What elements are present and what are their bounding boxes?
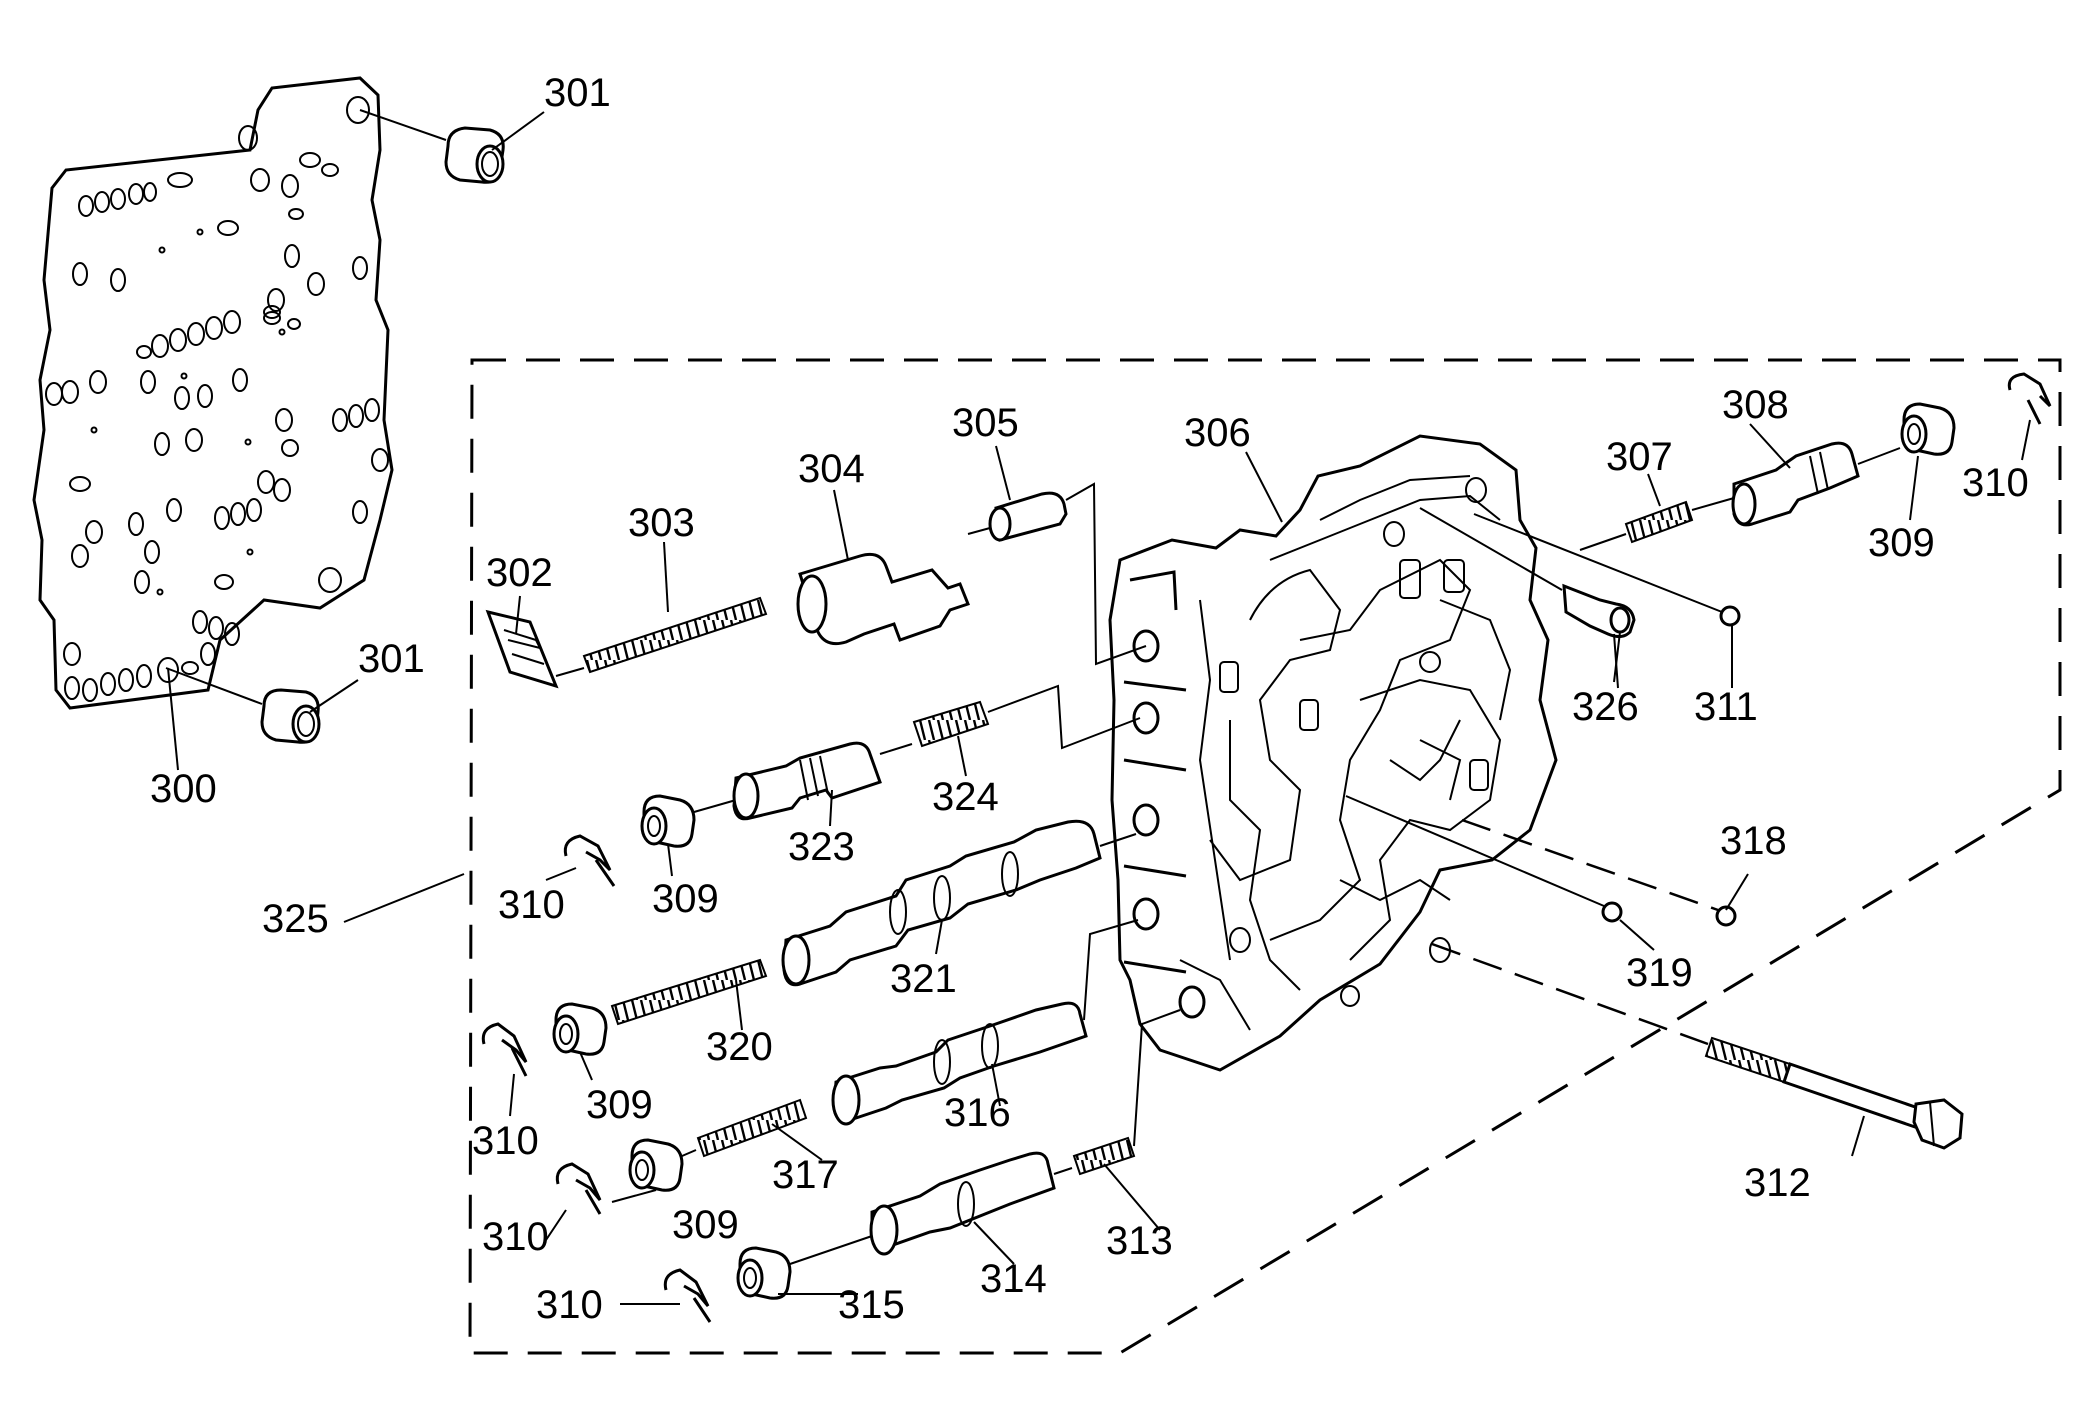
label-309-right: 309	[1868, 521, 1935, 565]
label-324: 324	[932, 775, 999, 819]
label-326: 326	[1572, 685, 1639, 729]
kit-boundary	[468, 358, 2062, 1355]
label-317: 317	[772, 1153, 839, 1197]
leader-row4	[1083, 919, 1139, 1021]
label-306: 306	[1184, 411, 1251, 455]
clip-310-row2	[563, 834, 616, 887]
label-302: 302	[486, 551, 553, 595]
label-315: 315	[838, 1283, 905, 1327]
label-311: 311	[1694, 685, 1758, 729]
label-316: 316	[944, 1091, 1011, 1135]
part-labels: 300 301 301 302 303 304 305 306 307 308 …	[150, 71, 2029, 1327]
spacer-plate	[32, 76, 394, 710]
spring-317	[696, 1098, 808, 1158]
label-309-row2: 309	[652, 877, 719, 921]
valve-304	[796, 552, 970, 646]
label-321: 321	[890, 957, 957, 1001]
label-310-row2: 310	[498, 883, 565, 927]
label-310-row3: 310	[472, 1119, 539, 1163]
label-309-row4: 309	[672, 1203, 739, 1247]
ball-318	[1461, 818, 1737, 927]
retainer-plate	[485, 609, 559, 689]
spring-320	[610, 958, 768, 1026]
clip-310-right	[2007, 372, 2052, 425]
spring-307	[1624, 500, 1694, 544]
valve-323	[732, 741, 882, 821]
bolt-312	[1431, 942, 1964, 1150]
plug-309-row4	[628, 1138, 684, 1192]
label-304: 304	[798, 447, 865, 491]
spring-324	[912, 700, 990, 748]
filter-upper	[359, 109, 505, 184]
valve-316	[831, 1001, 1088, 1126]
spring-303	[582, 596, 768, 674]
sensor-326	[1419, 507, 1636, 639]
label-323: 323	[788, 825, 855, 869]
label-325: 325	[262, 897, 329, 941]
label-305: 305	[952, 401, 1019, 445]
label-318: 318	[1720, 819, 1787, 863]
label-307: 307	[1606, 435, 1673, 479]
label-303: 303	[628, 501, 695, 545]
filter-lower	[165, 667, 321, 744]
plug-309-right	[1900, 402, 1956, 456]
label-310-right: 310	[1962, 461, 2029, 505]
plug-315	[736, 1246, 792, 1300]
leader-row5	[1133, 1009, 1181, 1147]
label-301-upper: 301	[544, 71, 611, 115]
label-310-row4: 310	[482, 1215, 549, 1259]
valve-308	[1731, 441, 1860, 527]
label-301-lower: 301	[358, 637, 425, 681]
ball-311	[1473, 513, 1741, 627]
plug-309-row3	[552, 1002, 608, 1056]
clip-310-row3	[481, 1022, 528, 1077]
label-308: 308	[1722, 383, 1789, 427]
label-320: 320	[706, 1025, 773, 1069]
spring-313	[1072, 1136, 1136, 1176]
valve-305	[967, 482, 1147, 666]
leader-row2	[987, 684, 1141, 750]
label-310-row5: 310	[536, 1283, 603, 1327]
label-319: 319	[1626, 951, 1693, 995]
valve-body	[1108, 434, 1558, 1072]
clip-310-row5	[663, 1268, 712, 1323]
label-300: 300	[150, 767, 217, 811]
plug-309-row2	[640, 794, 696, 848]
label-309-row3: 309	[586, 1083, 653, 1127]
clip-310-row4	[555, 1162, 602, 1215]
label-312: 312	[1744, 1161, 1811, 1205]
label-313: 313	[1106, 1219, 1173, 1263]
ball-319	[1345, 795, 1623, 923]
valve-314	[869, 1151, 1056, 1256]
label-leaders	[167, 111, 2031, 1305]
label-314: 314	[980, 1257, 1047, 1301]
valve-321	[781, 819, 1137, 987]
